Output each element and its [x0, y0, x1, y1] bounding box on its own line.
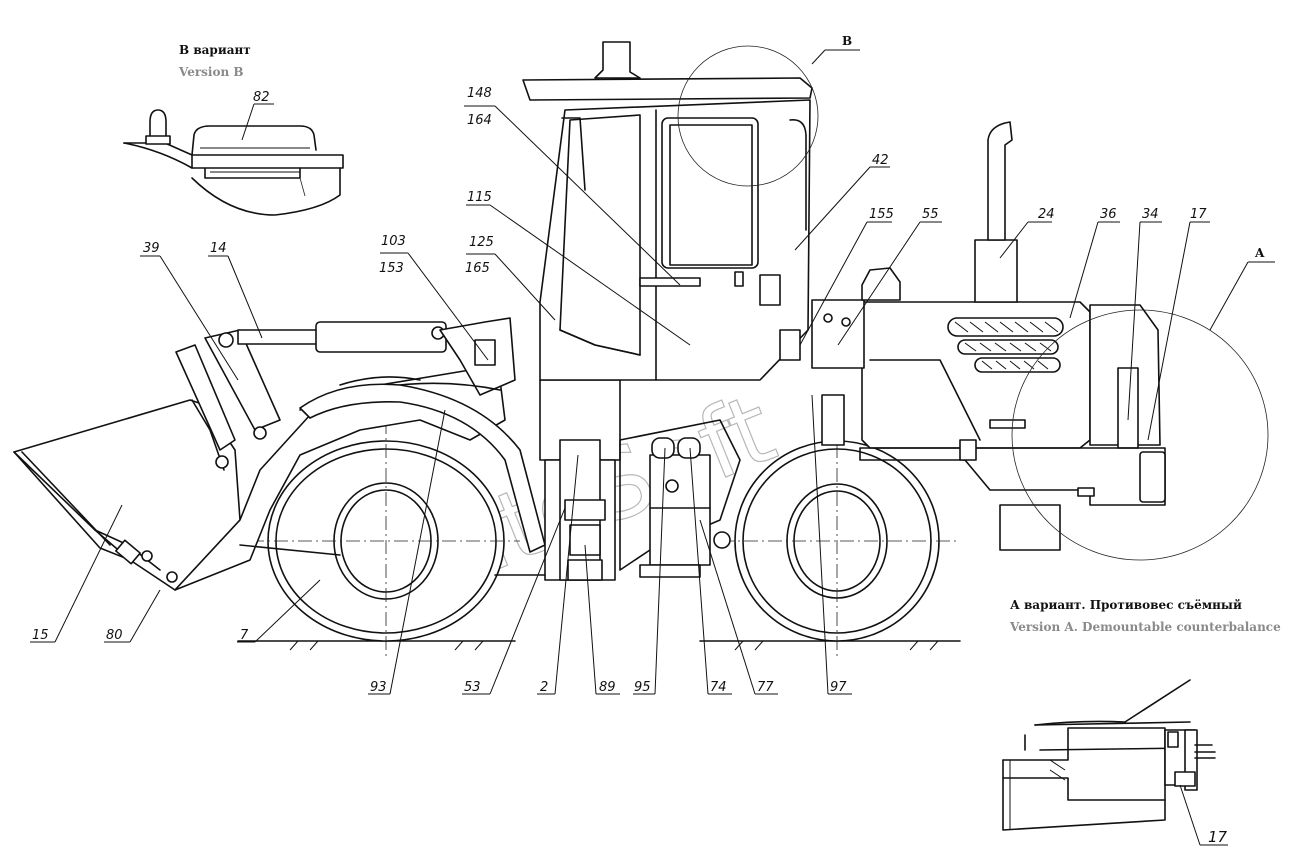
version-b-title-ru: В вариант	[179, 43, 251, 57]
bucket	[13, 390, 241, 591]
callout-55: 55	[922, 207, 939, 222]
front-wheel	[250, 420, 520, 660]
callout-15: 15	[32, 628, 49, 643]
callout-2: 2	[540, 680, 548, 695]
callout-155: 155	[869, 207, 894, 222]
callout-53: 53	[464, 680, 481, 695]
callout-95: 95	[634, 680, 651, 695]
hood-louvers	[947, 317, 1064, 373]
detail-circle-b: В	[677, 34, 860, 187]
callout-77: 77	[757, 680, 774, 695]
version-b-inset: В вариант Version B 82	[123, 43, 344, 216]
version-a-inset: А вариант. Противовес съёмный Version A.…	[1002, 598, 1281, 846]
callout-97: 97	[830, 680, 847, 695]
callout-89: 89	[599, 680, 616, 695]
version-b-title-en: Version B	[178, 65, 244, 79]
cab	[522, 41, 813, 381]
engine-hood	[811, 121, 1166, 551]
view-label-a: A	[1254, 246, 1265, 260]
callout-125: 125	[469, 235, 494, 250]
callout-36: 36	[1100, 207, 1117, 222]
callout-115: 115	[467, 190, 492, 205]
callout-153: 153	[379, 261, 404, 276]
callout-17-detail: 17	[1208, 828, 1228, 846]
callouts: 148 164 42 155 55 24 36 34 17 115	[30, 86, 1210, 695]
front-fender	[299, 376, 546, 553]
callout-164: 164	[467, 113, 492, 128]
callout-34: 34	[1142, 207, 1159, 222]
view-label-b: В	[842, 34, 852, 48]
callout-165: 165	[465, 261, 490, 276]
callout-93: 93	[370, 680, 387, 695]
callout-74: 74	[710, 680, 727, 695]
callout-39: 39	[143, 241, 160, 256]
version-a-title-en: Version A. Demountable counterbalance	[1009, 620, 1281, 634]
detail-circle-a: A	[1011, 246, 1275, 561]
lift-arm	[174, 317, 516, 591]
callout-103: 103	[381, 234, 406, 249]
callout-80: 80	[106, 628, 123, 643]
callout-82: 82	[253, 90, 270, 105]
tanks	[639, 437, 731, 578]
callout-42: 42	[872, 153, 889, 168]
callout-148: 148	[467, 86, 492, 101]
version-a-title-ru: А вариант. Противовес съёмный	[1010, 598, 1242, 612]
callout-24: 24	[1038, 207, 1055, 222]
callout-7: 7	[240, 628, 249, 643]
front-frame	[239, 379, 741, 581]
ground-line	[237, 640, 961, 651]
callout-14: 14	[210, 241, 227, 256]
callout-17: 17	[1190, 207, 1207, 222]
